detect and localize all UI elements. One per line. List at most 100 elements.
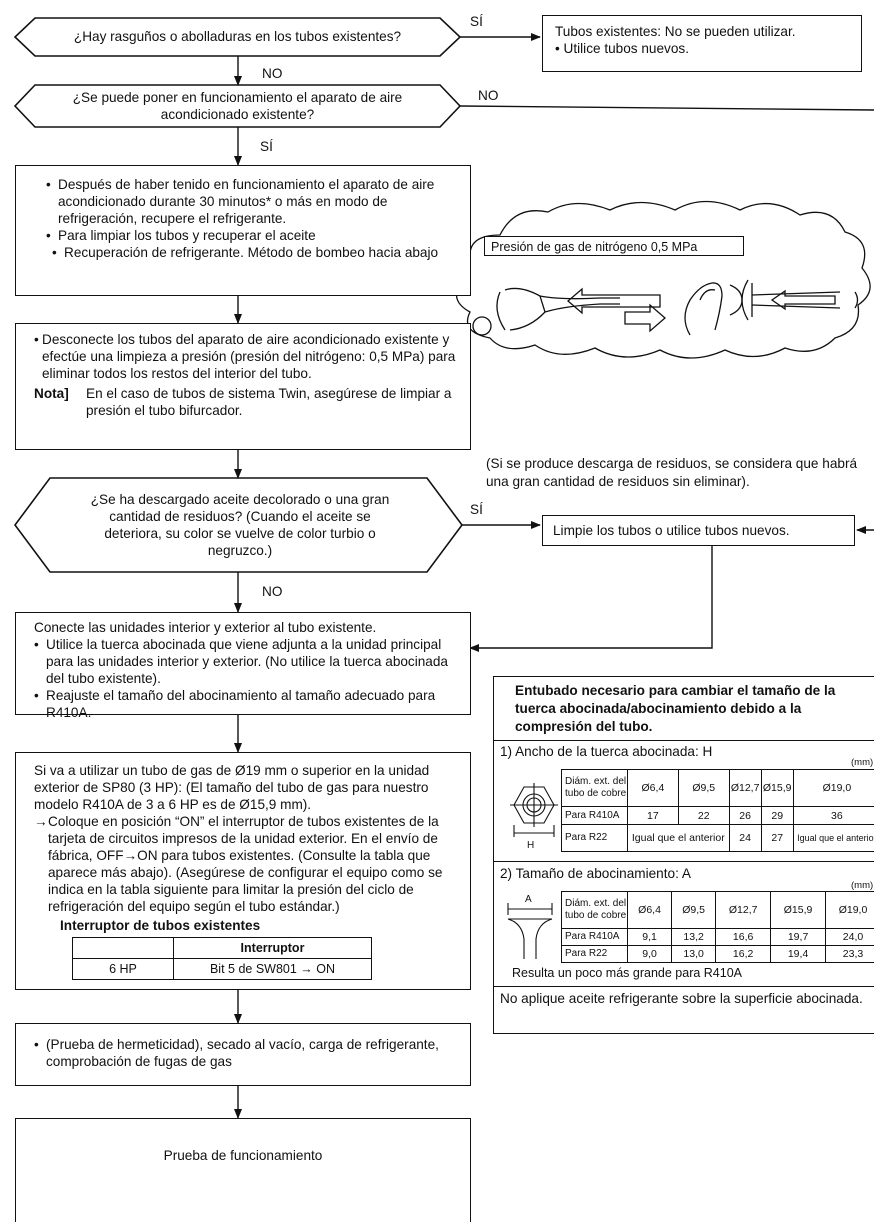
table-cell: 36 [792,806,874,825]
step1-item-1: Después de haber tenido en funcionamient… [46,176,456,227]
decision-q1: ¿Hay rasguños o abolladuras en los tubos… [73,29,402,44]
table-row: Interruptor [72,937,372,959]
step5-text: (Prueba de hermeticidad), secado al vací… [46,1037,439,1069]
q2-yes-label: SÍ [260,139,273,154]
step2-text: Desconecte los tubos del aparato de aire… [42,332,456,381]
flare-size-table: Diám. ext. del tubo de cobre Ø6,4 Ø9,5 Ø… [561,891,874,963]
table-row: Diám. ext. del tubo de cobre Ø6,4 Ø9,5 Ø… [561,891,874,929]
step3-item-1: Utilice la tuerca abocinada que viene ad… [34,636,458,687]
table-cell: 24 [728,824,762,852]
table-cell: Ø6,4 [626,891,673,929]
table-cell: 26 [728,806,762,825]
table-cell: Ø15,9 [760,769,794,807]
step4-detail: Coloque en posición “ON” el interruptor … [48,814,443,914]
table-cell: Ø15,9 [770,891,827,929]
q1-yes-box-line1: Tubos existentes: No se pueden utilizar. [555,24,796,39]
table-row: Para R410A 17 22 26 29 36 [561,806,874,825]
table-cell: 6 HP [72,958,174,980]
step3-item-2: Reajuste el tamaño del abocinamiento al … [34,687,458,721]
section1-unit: (mm) [851,757,874,768]
table-cell: Ø9,5 [677,769,730,807]
table-cell: 16,2 [715,945,772,963]
table-cell: 19,4 [770,945,827,963]
step-connect-units: Conecte las unidades interior y exterior… [15,612,471,720]
step2-note: En el caso de tubos de sistema Twin, ase… [86,386,452,418]
q1-yes-label: SÍ [470,14,483,29]
table-cell: Para R410A [561,928,628,946]
section2-note: Resulta un poco más grande para R410A [512,966,743,980]
table-cell: Para R410A [561,806,628,825]
table-cell: 9,1 [626,928,673,946]
decision-q2-line1: ¿Se puede poner en funcionamiento el apa… [72,90,403,105]
flare-size-diagram [507,903,553,959]
decision-q2: ¿Se puede poner en funcionamiento el apa… [35,89,440,123]
decision-q3: ¿Se ha descargado aceite decolorado o un… [90,492,390,558]
table-cell: 29 [760,806,794,825]
q2-no-label: NO [478,88,499,103]
q3-yes-box: Limpie los tubos o utilice tubos nuevos. [542,515,855,546]
table-row: Para R22 9,0 13,0 16,2 19,4 23,3 [561,945,874,963]
table-cell: 23,3 [825,945,874,963]
table-cell: Ø19,0 [825,891,874,929]
decision-q2-line2: acondicionado existente? [160,107,315,122]
table-cell: 13,0 [671,945,717,963]
section1-title: 1) Ancho de la tuerca abocinada: H [500,744,713,759]
decision-q1-shape [13,17,462,57]
table-cell: Para R22 [561,824,628,852]
panel-footer-note: No aplique aceite refrigerante sobre la … [500,991,863,1006]
table-row: Diám. ext. del tubo de cobre Ø6,4 Ø9,5 Ø… [561,769,874,807]
step2-note-label: Nota] [34,386,69,401]
a-dimension-label: A [525,894,532,905]
table-cell: 9,0 [626,945,673,963]
decision-q3-shape [14,477,463,573]
table-row: Para R410A 9,1 13,2 16,6 19,7 24,0 [561,928,874,946]
table-row: 6 HP Bit 5 de SW801 → ON [72,958,372,980]
decision-q2-shape [13,84,462,128]
step3-title: Conecte las unidades interior y exterior… [34,620,377,635]
table-cell: 27 [760,824,794,852]
table-cell: 24,0 [825,928,874,946]
table-cell: Ø6,4 [627,769,679,807]
panel-title: Entubado necesario para cambiar el tamañ… [515,683,836,734]
flare-nut-width-table: Diám. ext. del tubo de cobre Ø6,4 Ø9,5 Ø… [561,769,874,852]
table-cell: Ø19,0 [792,769,874,807]
step4-intro: Si va a utilizar un tubo de gas de Ø19 m… [34,763,430,812]
flare-spec-panel: Entubado necesario para cambiar el tamañ… [493,676,874,1034]
table-cell: 13,2 [671,928,717,946]
table-cell: 16,6 [715,928,772,946]
h-dimension-label: H [527,840,535,851]
nitrogen-pressure-label: Presión de gas de nitrógeno 0,5 MPa [484,236,744,256]
q3-yes-label: SÍ [470,502,483,517]
nitrogen-cleaning-illustration [415,200,871,382]
step-existing-pipe-switch: Si va a utilizar un tubo de gas de Ø19 m… [15,752,471,990]
table-cell: Ø12,7 [728,769,762,807]
switch-table-title: Interruptor de tubos existentes [60,918,261,933]
table-cell: Ø9,5 [671,891,717,929]
q1-yes-box: Tubos existentes: No se pueden utilizar.… [542,15,862,72]
table-cell: Interruptor [173,937,372,959]
table-cell: Ø12,7 [715,891,772,929]
section2-title: 2) Tamaño de abocinamiento: A [500,866,691,881]
arrow-right-icon: → [34,814,48,829]
table-cell [72,937,174,959]
table-cell: 22 [677,806,730,825]
section2-unit: (mm) [851,880,874,891]
q3-no-label: NO [262,584,283,599]
table-cell: 17 [627,806,679,825]
step-test-run: Prueba de funcionamiento [15,1118,471,1222]
table-cell: Diám. ext. del tubo de cobre [561,891,628,929]
table-cell: Diám. ext. del tubo de cobre [561,769,628,807]
table-cell: 19,7 [770,928,827,946]
table-row: Para R22 Igual que el anterior 24 27 Igu… [561,824,874,852]
step1-item-2: Para limpiar los tubos y recuperar el ac… [46,227,456,244]
step-pressure-clean: •Desconecte los tubos del aparato de air… [15,323,471,450]
table-cell: Para R22 [561,945,628,963]
step1-item-3: Recuperación de refrigerante. Método de … [52,244,456,261]
table-cell: Igual que el anterior [792,824,874,852]
table-cell: Bit 5 de SW801 → ON [173,958,372,980]
q1-no-label: NO [262,66,283,81]
step-vacuum-charge: •(Prueba de hermeticidad), secado al vac… [15,1023,471,1086]
step-recover-refrigerant: Después de haber tenido en funcionamient… [15,165,471,296]
flare-nut-diagram [510,783,558,837]
